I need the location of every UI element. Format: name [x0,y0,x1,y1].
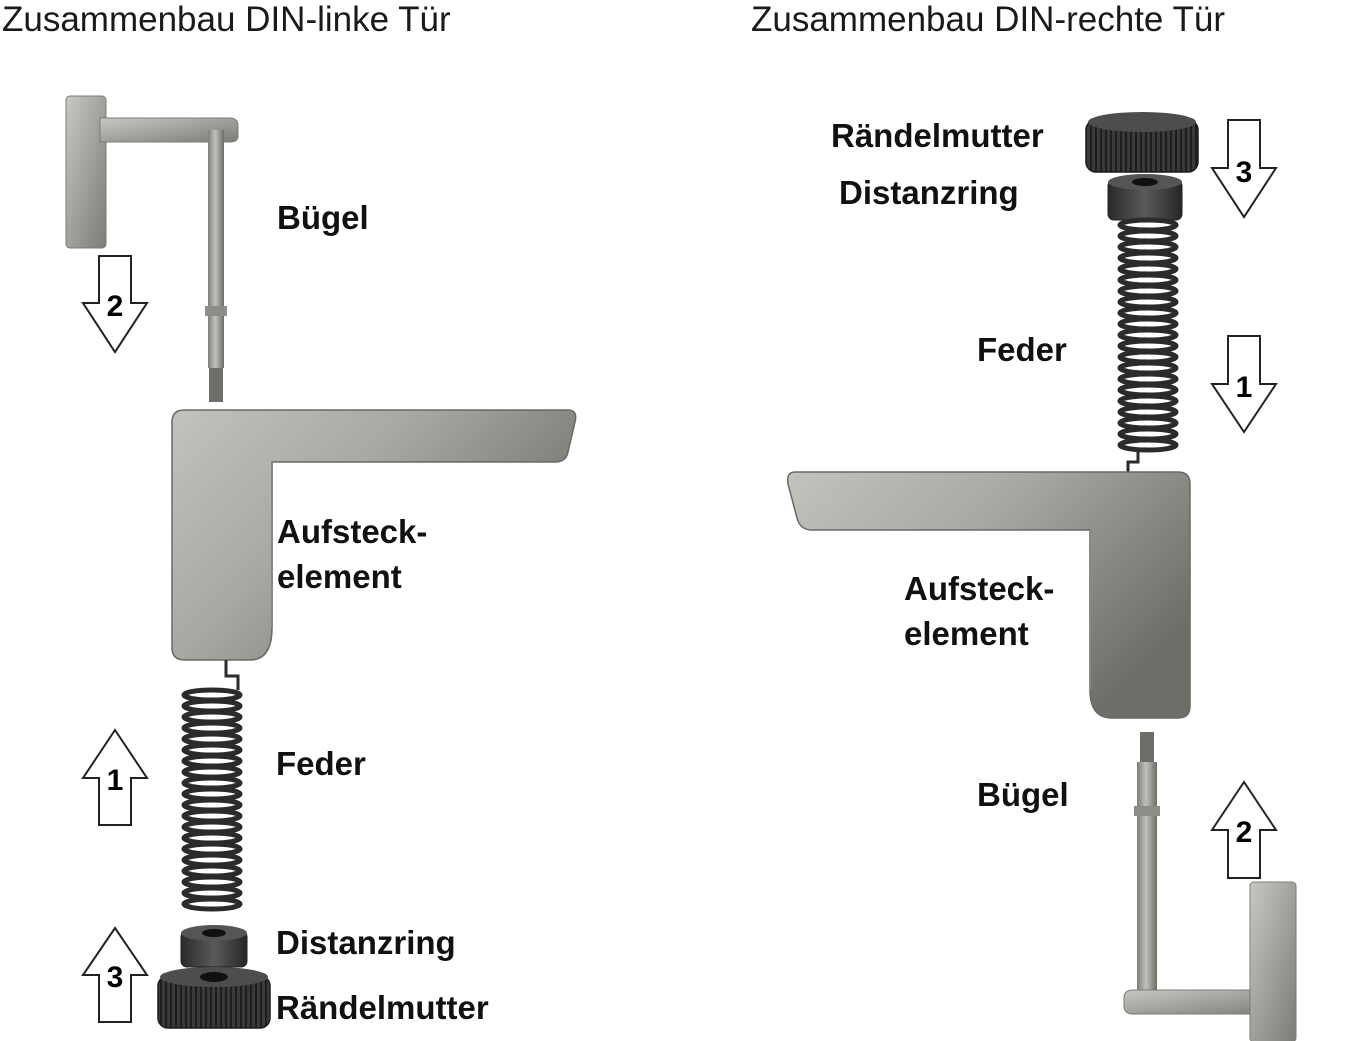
left-label-feder: Feder [276,745,366,782]
right-label-aufsteck-line1: Aufsteck- [904,570,1055,607]
left-step-arrow-1: 1 [81,728,149,826]
right-step-arrow-2: 2 [1210,780,1278,879]
left-label-aufsteck-line1: Aufsteck- [277,513,428,550]
left-step-number-1: 1 [107,764,124,797]
right-buegel-part [1123,732,1297,1041]
right-step-arrow-3: 3 [1210,119,1278,219]
left-label-raendelmutter: Rändelmutter [276,989,489,1026]
left-label-buegel: Bügel [277,199,369,236]
right-distanzring-part [1107,174,1183,221]
left-label-distanzring: Distanzring [276,924,456,961]
right-label-distanzring: Distanzring [839,174,1019,211]
spring-coil [181,896,243,912]
left-buegel-part [65,95,239,402]
left-step-number-3: 3 [107,961,124,994]
left-feder-part [181,660,243,912]
right-feder-part [1117,217,1179,476]
right-label-raendelmutter: Rändelmutter [831,117,1044,154]
right-aufsteckelement-part [786,471,1191,719]
left-step-arrow-3: 3 [81,926,149,1023]
left-aufsteckelement-part [171,409,577,661]
right-assembly-title: Zusammenbau DIN-rechte Tür [751,0,1225,39]
left-raendelmutter-part [157,967,271,1029]
right-label-buegel: Bügel [977,776,1069,813]
left-assembly-parts [65,95,577,1029]
left-step-arrow-2: 2 [81,255,149,354]
right-raendelmutter-part [1085,112,1199,173]
right-step-number-2: 2 [1236,816,1253,849]
right-step-number-1: 1 [1236,371,1253,404]
left-assembly-title: Zusammenbau DIN-linke Tür [2,0,451,39]
left-label-aufsteck-line2: element [277,558,402,595]
right-assembly-parts [786,112,1297,1041]
right-step-arrow-1: 1 [1210,335,1278,434]
left-step-number-2: 2 [107,290,124,323]
right-label-feder: Feder [977,331,1067,368]
right-label-aufsteck-line2: element [904,615,1029,652]
spring-coil [1117,437,1179,453]
right-step-number-3: 3 [1236,156,1253,189]
left-distanzring-part [180,925,248,968]
